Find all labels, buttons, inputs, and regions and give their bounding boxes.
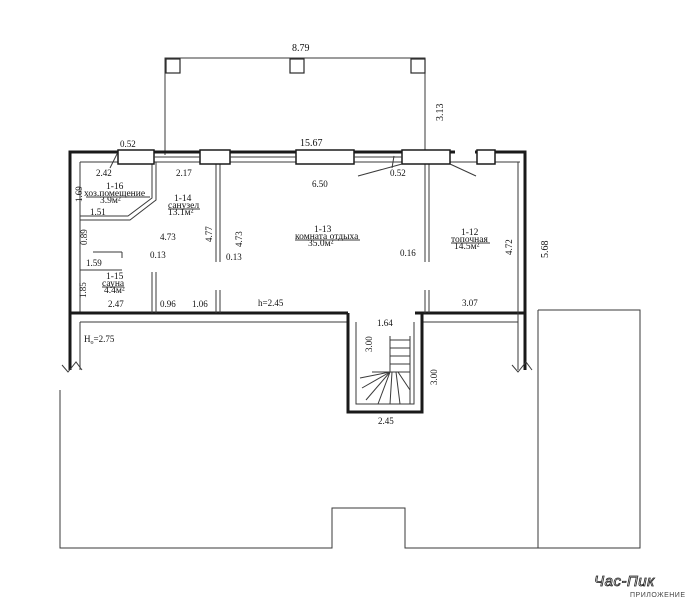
dim-3-00-b: 3.00 [429, 369, 439, 385]
dim-1-51: 1.51 [90, 207, 106, 217]
watermark-sub: ПРИЛОЖЕНИЕ [630, 592, 686, 599]
room-1-16-name: хоз.помещение [84, 189, 145, 199]
dim-right-height: 5.68 [540, 241, 551, 259]
dim-0-89: 0.89 [79, 229, 89, 245]
dim-0-16: 0.16 [400, 248, 416, 258]
dim-2-47: 2.47 [108, 299, 124, 309]
dim-4-73-a: 4.73 [160, 232, 176, 242]
room-1-16-id: 1-16 [106, 182, 124, 192]
dim-3-00-a: 3.00 [364, 336, 374, 352]
watermark-brand: Час-Пик [594, 573, 655, 590]
height-sub: o [91, 340, 94, 346]
watermark: Час-Пик ПРИЛОЖЕНИЕ [594, 573, 686, 599]
dimension-labels: 8.79 3.13 15.67 5.68 2.42 0.52 2.17 6.50… [74, 43, 551, 426]
interior-partitions [80, 151, 430, 313]
height-value: =2.75 [94, 334, 115, 344]
room-1-12-id: 1-12 [461, 228, 479, 238]
dim-main-width: 15.67 [300, 138, 323, 149]
dim-6-50: 6.50 [312, 179, 328, 189]
dim-0-13-a: 0.13 [150, 250, 166, 260]
dim-top-depth: 3.13 [435, 104, 446, 122]
room-1-12-name: топочная [451, 235, 488, 245]
dim-1-59: 1.59 [86, 258, 102, 268]
dim-2-45: 2.45 [378, 416, 394, 426]
room-1-13-name: комната отдыха [295, 232, 359, 242]
dim-1-64: 1.64 [377, 318, 393, 328]
dim-4-73-b: 4.73 [234, 231, 244, 247]
dim-1-85: 1.85 [78, 282, 88, 298]
dim-2-17: 2.17 [176, 168, 192, 178]
room-1-13-area: 35.0м² [308, 239, 334, 249]
room-1-13-id: 1-13 [314, 225, 332, 235]
dim-h: h=2.45 [258, 298, 284, 308]
exterior-walls [61, 150, 533, 373]
terrace-outline [164, 57, 426, 155]
dim-top-width: 8.79 [292, 43, 310, 54]
dim-4-72: 4.72 [504, 239, 514, 255]
dim-1-69: 1.69 [74, 186, 84, 202]
room-labels: 1-16 хоз.помещение 3.9м² 1-14 санузел 13… [84, 182, 490, 296]
height-h: H [84, 334, 91, 344]
room-1-12-area: 14.5м² [454, 242, 480, 252]
room-1-14-id: 1-14 [174, 194, 192, 204]
room-1-15-id: 1-15 [106, 272, 124, 282]
dim-4-77: 4.77 [204, 226, 214, 242]
room-1-16-area: 3.9м² [100, 196, 121, 206]
lower-outline [59, 309, 641, 549]
room-1-14-name: санузел [168, 201, 199, 211]
windows [117, 149, 496, 177]
dim-1-06: 1.06 [192, 299, 208, 309]
dim-0-13-b: 0.13 [226, 252, 242, 262]
dim-0-52-right: 0.52 [390, 168, 406, 178]
dim-0-96: 0.96 [160, 299, 176, 309]
room-1-15-name: сауна [102, 279, 125, 289]
room-1-15-area: 4.4м² [104, 286, 125, 296]
room-1-14-area: 13.1м² [168, 208, 194, 218]
dim-0-52-left: 0.52 [120, 139, 136, 149]
stairwell [346, 313, 424, 414]
dim-3-07: 3.07 [462, 298, 478, 308]
dim-2-42: 2.42 [96, 168, 112, 178]
height-label: Ho=2.75 [84, 334, 115, 346]
